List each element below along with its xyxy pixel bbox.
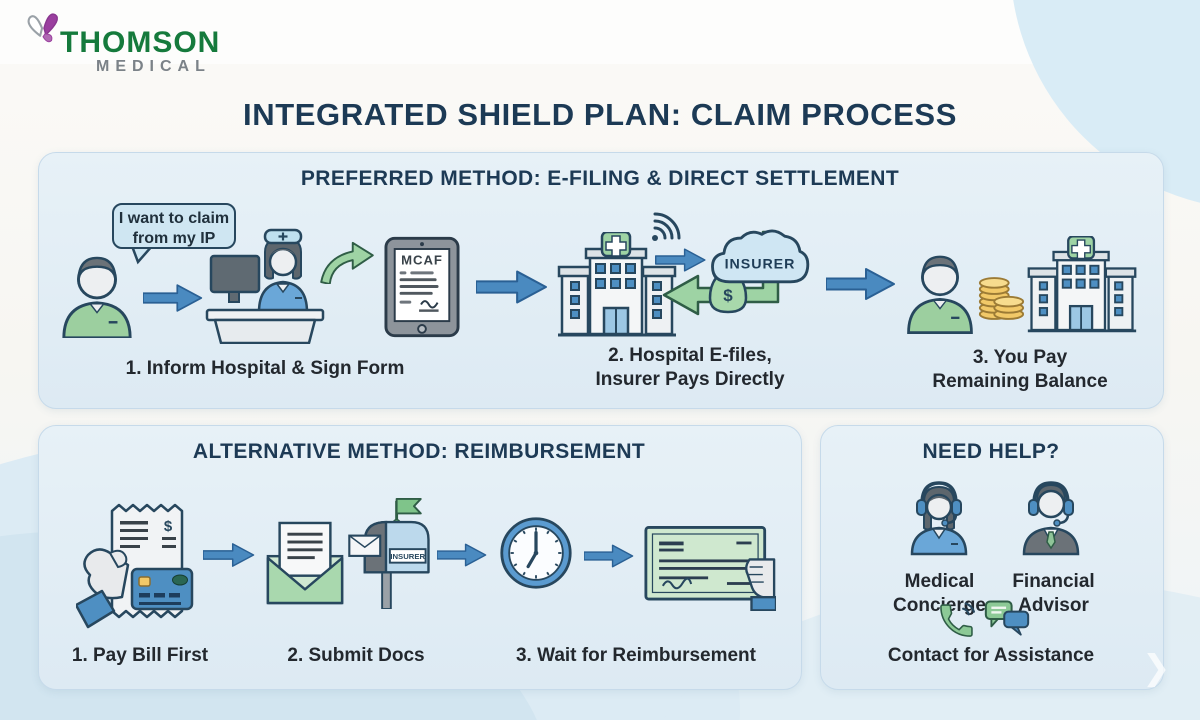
logo-brand-name: THOMSON	[60, 26, 221, 59]
role1-line2: Concierge	[893, 594, 986, 616]
receipt-currency: $	[164, 518, 173, 535]
role-label-financial-advisor: Financial Advisor	[976, 570, 1131, 617]
moneybag-currency: $	[723, 286, 733, 305]
alternative-heading: ALTERNATIVE METHOD: REIMBURSEMENT	[192, 440, 646, 463]
cheque-icon	[644, 525, 776, 611]
curved-arrow-icon	[320, 241, 374, 284]
speech-bubble: I want to claim from my IP	[112, 203, 236, 249]
clock-icon	[500, 517, 572, 589]
speech-bubble-tail	[130, 246, 153, 265]
need-help-panel	[820, 425, 1164, 690]
financial-advisor-icon	[1022, 481, 1080, 556]
preferred-step2-line2: Insurer Pays Directly	[595, 368, 785, 390]
arrow-right-icon	[203, 543, 255, 567]
preferred-heading: PREFERRED METHOD: E-FILING & DIRECT SETT…	[300, 167, 900, 190]
arrow-right-icon	[143, 284, 203, 312]
butterfly-logo-icon	[27, 13, 58, 43]
preferred-step3-caption: 3. You Pay Remaining Balance	[895, 346, 1145, 393]
chat-icon	[984, 600, 1030, 636]
preferred-step1-line1: 1. Inform Hospital & Sign Form	[125, 358, 405, 379]
speech-bubble-line2: from my IP	[132, 230, 216, 247]
patient-icon	[907, 255, 973, 334]
phone-icon	[940, 602, 976, 637]
alternative-step1-caption: 1. Pay Bill First	[71, 645, 209, 666]
preferred-step3-line2: Remaining Balance	[932, 370, 1108, 392]
page-title: INTEGRATED SHIELD PLAN: CLAIM PROCESS	[243, 97, 957, 132]
hospital-icon	[1027, 236, 1137, 333]
insurer-cloud-icon: INSURER	[711, 229, 810, 284]
mailbox-icon: INSURER	[348, 497, 430, 609]
medical-concierge-icon	[910, 481, 968, 556]
hospital-icon	[557, 232, 677, 337]
arrow-right-icon	[655, 248, 706, 272]
patient-icon	[62, 256, 132, 338]
arrow-right-icon	[437, 543, 487, 567]
pay-bill-icon: $	[76, 503, 194, 629]
role-label-medical-concierge: Medical Concierge	[862, 570, 1017, 617]
logo-brand-sub: MEDICAL	[96, 58, 211, 75]
arrow-right-icon	[826, 268, 895, 300]
chevron-decoration: ❯	[1142, 649, 1171, 687]
mailbox-label: INSURER	[390, 552, 425, 561]
mcaf-tablet-icon: MCAF	[384, 236, 460, 338]
role1-line1: Medical	[904, 571, 975, 592]
coins-icon	[978, 277, 1025, 320]
preferred-step3-line1: 3. You Pay	[972, 347, 1068, 368]
speech-bubble-line1: I want to claim	[118, 210, 230, 227]
preferred-step2-caption: 2. Hospital E-files, Insurer Pays Direct…	[565, 344, 815, 391]
cloud-label: INSURER	[725, 257, 796, 273]
header-band	[0, 0, 1200, 64]
arrow-right-icon	[584, 544, 634, 568]
role2-line2: Advisor	[1018, 594, 1089, 616]
tablet-label: MCAF	[401, 253, 443, 268]
preferred-step1-caption: 1. Inform Hospital & Sign Form	[85, 357, 445, 381]
preferred-step2-line1: 2. Hospital E-files,	[608, 345, 772, 366]
envelope-docs-icon	[266, 521, 344, 605]
help-heading: NEED HELP?	[922, 440, 1060, 463]
alternative-step3-caption: 3. Wait for Reimbursement	[515, 645, 756, 666]
nurse-desk-icon	[205, 228, 325, 344]
contact-caption: Contact for Assistance	[887, 645, 1095, 666]
role2-line1: Financial	[1012, 571, 1095, 592]
wifi-icon	[652, 212, 681, 241]
arrow-right-icon	[476, 270, 547, 304]
alternative-step2-caption: 2. Submit Docs	[287, 645, 425, 666]
